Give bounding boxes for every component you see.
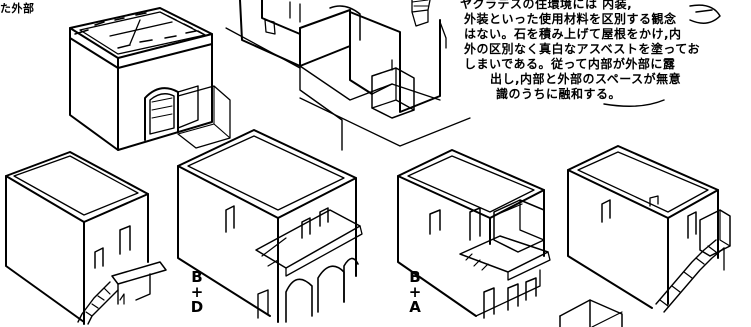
- note-line-4: 外の区別なく真白なアスベストを塗ってお: [464, 42, 700, 56]
- label-bd-d: D: [190, 298, 204, 316]
- label-ba-b: B: [409, 268, 421, 286]
- house-top-cutaway: [69, 7, 231, 151]
- note-line-6: 出し,内部と外部のスペースが無意: [490, 72, 682, 86]
- note-line-1: ヤクラデスの住環境には 内装,: [460, 0, 633, 11]
- note-line-3: はない。石を積み上げて屋根をかけ,内: [464, 27, 682, 41]
- foreground-cube: [559, 299, 623, 327]
- label-bd-plus: +: [190, 283, 204, 301]
- note-line-5: しまいである。従って内部が外部に露: [464, 57, 676, 71]
- label-ba-plus: +: [408, 283, 422, 301]
- house-bottom-3-terrace: [397, 149, 551, 319]
- top-left-label: た外部: [0, 2, 35, 15]
- label-bd-b: B: [191, 268, 203, 286]
- label-b-plus-d: B + D: [190, 270, 204, 315]
- note-line-2: 外装といった使用材料を区別する観念: [464, 12, 677, 26]
- note-flourish: [603, 99, 665, 107]
- house-bottom-4-stair: [567, 145, 731, 313]
- label-b-plus-a: B + A: [408, 270, 422, 315]
- house-bottom-2-arcade: [177, 129, 363, 323]
- house-bottom-1: [5, 151, 167, 325]
- label-ba-a: A: [409, 298, 421, 316]
- corner-doodle: [689, 4, 721, 24]
- note-line-7: 識のうちに融和する。: [496, 87, 622, 101]
- house-top-center-section: [225, 0, 471, 151]
- handwritten-note: ヤクラデスの住環境には 内装, 外装といった使用材料を区別する観念 はない。石を…: [444, 0, 744, 102]
